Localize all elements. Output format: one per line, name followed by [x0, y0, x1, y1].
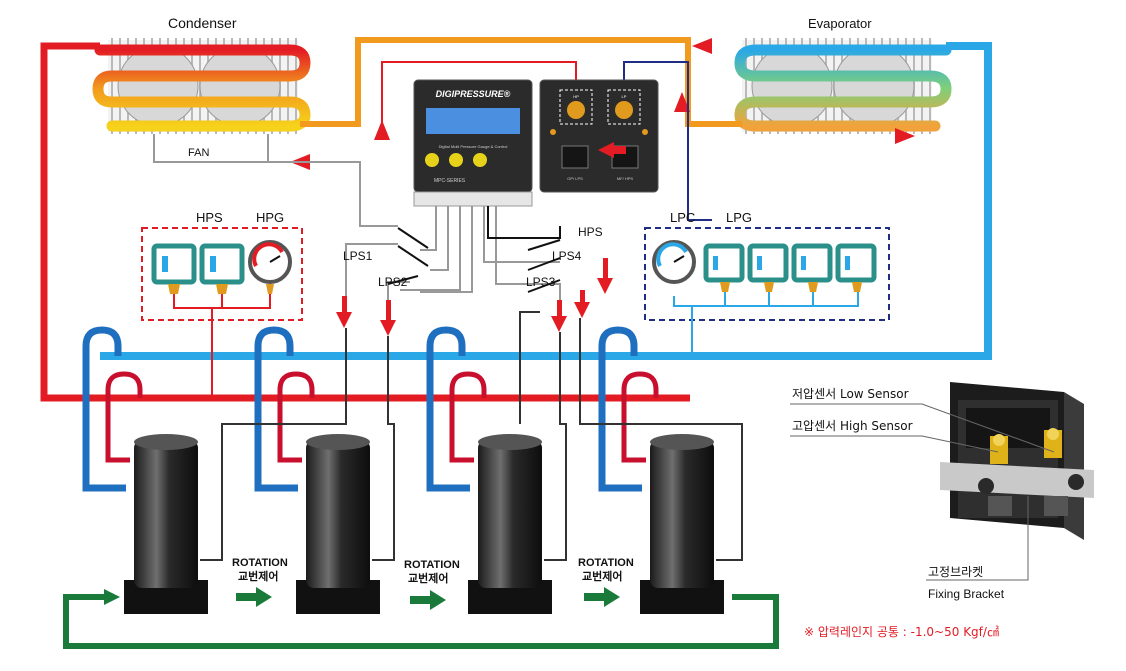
lp-signal-line	[623, 61, 712, 221]
compressor-2	[296, 434, 380, 614]
pressure-switches	[387, 227, 561, 293]
rotation-arrows	[236, 587, 620, 610]
lps4-label: LPS4	[552, 249, 582, 263]
pressure-range-note: ※ 압력레인지 공통 : -1.0~50 Kgf/㎠	[804, 625, 999, 639]
port-mf-hps-label: MF/ HPS	[617, 176, 634, 181]
high-sensor-icon	[990, 434, 1008, 464]
flow-arrow-icon	[692, 38, 712, 54]
port-op-lps-label: OP/ LPS	[567, 176, 583, 181]
discharge-loops	[105, 371, 659, 463]
controller-brand: DIGIPRESSURE®	[436, 89, 511, 99]
lps1-label: LPS1	[343, 249, 373, 263]
compressor-3	[468, 434, 552, 614]
condenser-fan-right-icon	[199, 45, 281, 127]
rotation-label-1: ROTATION	[232, 557, 288, 569]
controller-button-icon[interactable]	[473, 153, 487, 167]
signal-arrows	[336, 258, 613, 336]
controller-button-icon[interactable]	[425, 153, 439, 167]
evaporator-fan-left-icon	[751, 45, 833, 127]
liquid-line-pipe	[300, 37, 742, 127]
low-sensor-callout-line	[790, 403, 1055, 453]
rotation-label-3: ROTATION	[578, 557, 634, 569]
hps-switch-label: HPS	[578, 225, 603, 239]
lps3-label: LPS3	[526, 275, 556, 289]
lp-port-icon	[615, 101, 633, 119]
high-sensor-callout-line	[790, 435, 999, 453]
controller-display	[426, 108, 520, 134]
fixing-bracket-icon	[940, 462, 1094, 498]
high-sensor-label: 고압센서 High Sensor	[792, 419, 913, 433]
hp-port-icon	[567, 101, 585, 119]
flow-arrow-icon	[895, 128, 915, 144]
high-pressure-switch	[151, 243, 197, 294]
lps2-label: LPS2	[378, 275, 408, 289]
fan-signal-wire	[268, 161, 398, 227]
flow-arrow-icon	[674, 92, 690, 112]
condenser-fan-left-icon	[117, 45, 199, 127]
evaporator-label: Evaporator	[808, 16, 872, 31]
suction-pipe	[100, 42, 992, 360]
condenser-unit	[92, 38, 311, 134]
fixing-bracket-kr-label: 고정브라켓	[928, 565, 983, 579]
compressor-wires	[200, 311, 743, 561]
control-wires	[345, 206, 561, 300]
sensor-assembly-photo	[940, 382, 1094, 540]
hp-signal-line	[381, 61, 577, 128]
rotation-label-2: ROTATION	[404, 559, 460, 571]
rotation-loop	[63, 594, 779, 649]
fixing-bracket-en-label: Fixing Bracket	[928, 587, 1005, 601]
hpg-group-label: HPG	[256, 210, 284, 225]
lpg-group-label: LPG	[726, 210, 752, 225]
flow-arrow-icon	[374, 120, 390, 140]
rotation-loop-arrow-icon	[104, 589, 120, 605]
low-pressure-switches	[703, 243, 877, 292]
high-pressure-group-box	[141, 227, 303, 321]
controller-series: MPC-SERIES	[434, 178, 466, 184]
controller-subtitle: Digital Multi Pressure Gauge & Control	[439, 144, 508, 149]
fan-wire	[153, 134, 269, 163]
rotation-kr-label-1: 교번제어	[238, 569, 278, 583]
suction-loops	[82, 326, 642, 492]
low-sensor-icon	[1044, 428, 1062, 458]
hps-group-label: HPS	[196, 210, 223, 225]
port-module: HP LP OP/ LPS MF/ HPS	[539, 79, 659, 193]
bracket-callout-line	[926, 496, 1029, 581]
flow-arrow-icon	[598, 142, 614, 158]
high-pressure-gauge-icon	[248, 240, 292, 294]
low-pressure-gauge-icon	[652, 240, 696, 284]
evaporator-unit	[734, 38, 952, 134]
digipressure-controller: DIGIPRESSURE® Digital Multi Pressure Gau…	[413, 79, 533, 193]
lpc-group-label: LPC	[670, 210, 695, 225]
rotation-kr-label-3: 교번제어	[582, 569, 622, 583]
evaporator-fan-right-icon	[833, 45, 915, 127]
compressor-4	[640, 434, 724, 614]
high-pressure-pipe	[40, 42, 690, 402]
low-sensor-label: 저압센서 Low Sensor	[792, 387, 909, 401]
port-lp-label: LP	[622, 94, 627, 99]
port-hp-label: HP	[573, 94, 579, 99]
controller-button-icon[interactable]	[449, 153, 463, 167]
low-pressure-group-box	[644, 227, 890, 321]
compressor-1	[124, 434, 208, 614]
rotation-kr-label-2: 교번제어	[408, 571, 448, 585]
high-pressure-switch	[199, 243, 245, 294]
condenser-label: Condenser	[168, 15, 237, 31]
fan-label: FAN	[188, 147, 209, 159]
